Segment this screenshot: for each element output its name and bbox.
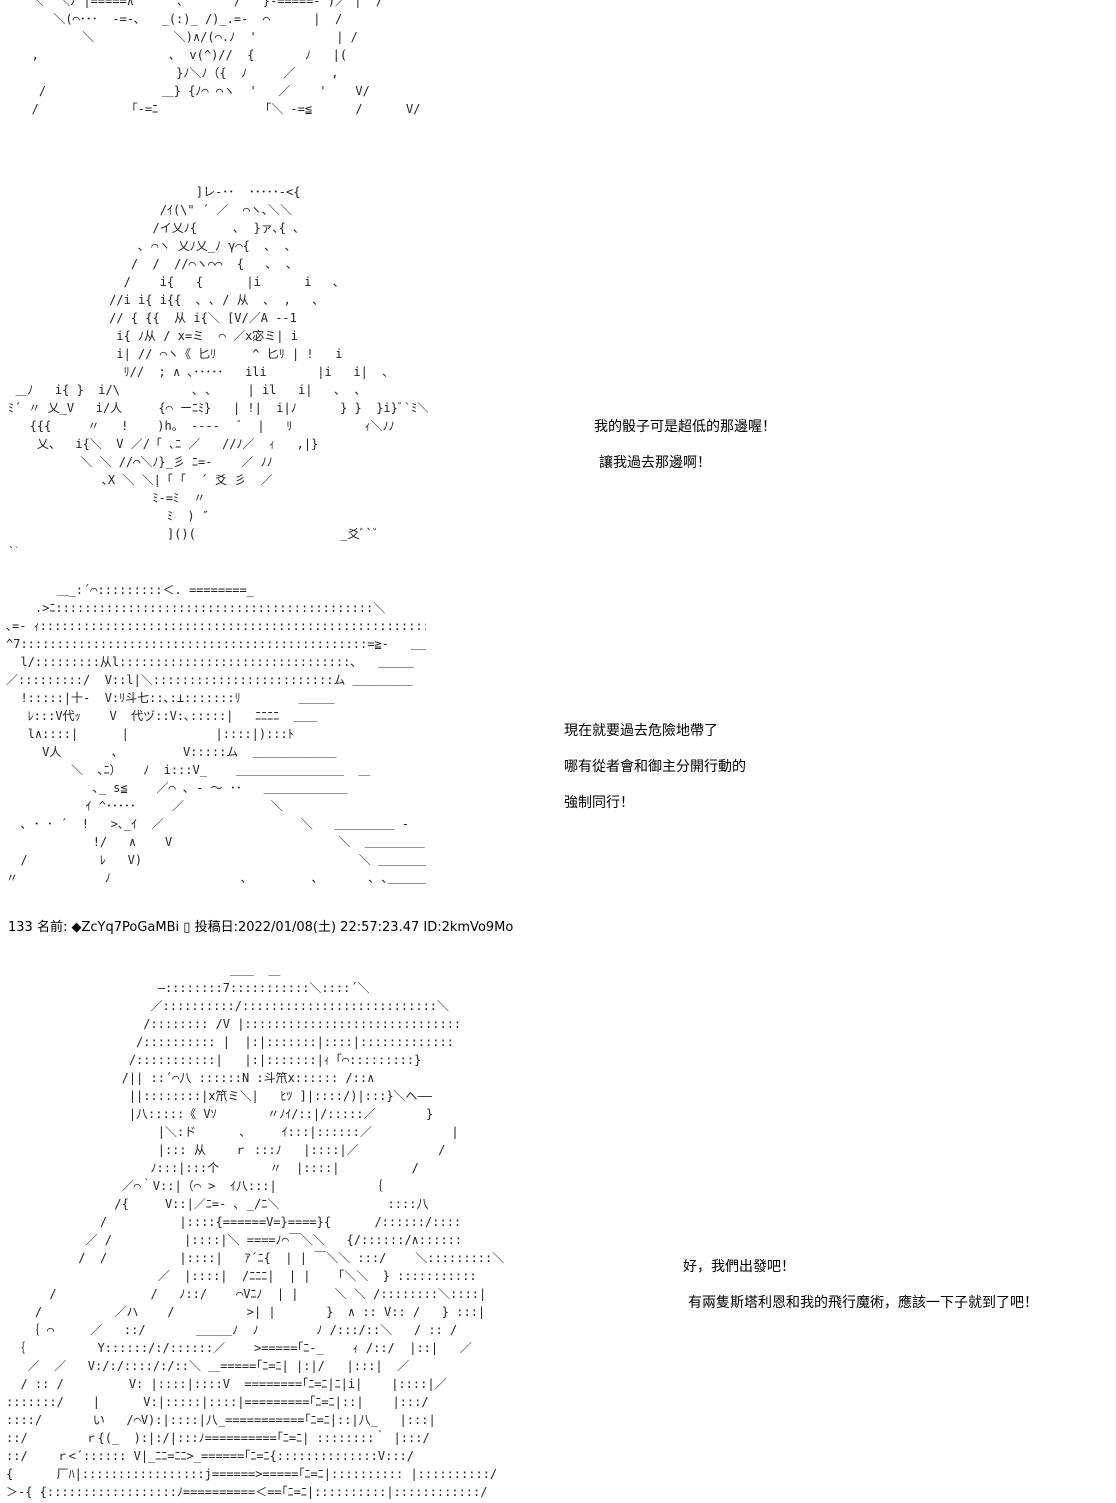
post-trip: ◆ZcYq7PoGaMBi xyxy=(71,920,180,935)
ascii-art-panel-1: ＼ ＼ﾉ |=====∧ ､ / }-=====- )／ | / ＼(⌒･･･ … xyxy=(31,0,421,116)
post-id: ID:2kmVo9Mo xyxy=(423,920,514,935)
dialogue-line: 我的骰子可是超低的那邊喔！ xyxy=(594,419,776,435)
dialogue-line: 哪有從者會和御主分開行動的 xyxy=(564,759,746,775)
post-date: 2022/01/08(土) 22:57:23.47 xyxy=(237,920,420,935)
ascii-art-panel-2: ]レ-･･ ･････-<{ /ｲ(\" ´ ／ ⌒ヽ､＼＼ /イ乂ﾉ{ ､ }… xyxy=(8,185,428,548)
dialogue-line: 現在就要過去危險地帶了 xyxy=(564,723,718,739)
ascii-art-panel-4: ＿＿ ＿ ―::::::::7:::::::::::＼::::´＼ ／:::::… xyxy=(6,963,505,1499)
post-number: 133 xyxy=(8,920,33,935)
post-date-label: 投稿日: xyxy=(194,920,238,935)
dialogue-line: 好，我們出發吧！ xyxy=(683,1259,795,1275)
dialogue-line: 讓我過去那邊啊！ xyxy=(599,455,711,471)
post-header: 133 名前: ◆ZcYq7PoGaMBi ▯ 投稿日:2022/01/08(土… xyxy=(8,919,513,937)
dialogue-line: 有兩隻斯塔利恩和我的飛行魔術，應該一下子就到了吧！ xyxy=(688,1295,1038,1311)
dialogue-line: 強制同行！ xyxy=(564,795,634,811)
post-name-label: 名前: xyxy=(36,920,68,935)
ascii-art-panel-3: ＿_:´⌒:::::::::＜. ========_ .>ﾆ::::::::::… xyxy=(6,583,426,885)
post-box-glyph: ▯ xyxy=(183,920,191,935)
